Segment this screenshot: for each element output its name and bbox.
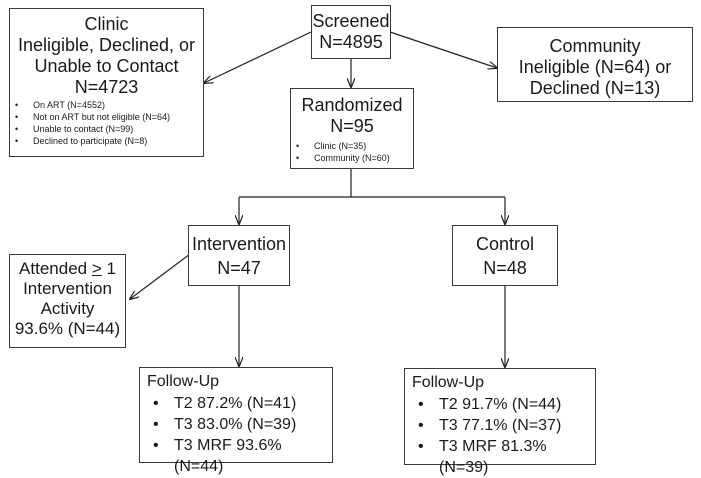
clinic-line-3: Unable to Contact xyxy=(34,56,179,76)
community-line-2: Ineligible (N=64) or xyxy=(518,57,672,77)
greater-equal-symbol: > xyxy=(91,259,102,278)
clinic-excluded-heading: Clinic Ineligible, Declined, or Unable t… xyxy=(10,14,203,98)
list-item: T3 83.0% (N=39) xyxy=(147,414,332,435)
attended-suffix: 1 xyxy=(101,259,116,278)
clinic-line-1: Clinic xyxy=(84,14,129,34)
list-item: Not on ART but not eligible (N=64) xyxy=(10,111,203,123)
followup-control-title: Follow-Up xyxy=(412,374,485,391)
followup-control-box: Follow-Up T2 91.7% (N=44) T3 77.1% (N=37… xyxy=(404,368,596,476)
list-item: T3 77.1% (N=37) xyxy=(412,415,595,436)
randomized-list: Clinic (N=35) Community (N=60) xyxy=(291,140,413,164)
arrow-screened-to-community xyxy=(389,31,497,68)
followup-intervention-list: T2 87.2% (N=41) T3 83.0% (N=39) T3 MRF 9… xyxy=(147,393,332,477)
followup-control-list: T2 91.7% (N=44) T3 77.1% (N=37) T3 MRF 8… xyxy=(412,394,595,478)
control-title: Control xyxy=(475,234,535,254)
intervention-title: Intervention xyxy=(191,234,287,254)
control-count: N=48 xyxy=(483,258,527,278)
randomized-count: N=95 xyxy=(330,116,374,136)
attended-line-4: 93.6% (N=44) xyxy=(14,319,121,338)
followup-intervention-box: Follow-Up T2 87.2% (N=41) T3 83.0% (N=39… xyxy=(139,367,333,475)
clinic-excluded-list: On ART (N=4552) Not on ART but not eligi… xyxy=(10,99,203,147)
list-item: T2 91.7% (N=44) xyxy=(412,394,595,415)
clinic-line-2: Ineligible, Declined, or xyxy=(17,35,196,55)
clinic-line-4: N=4723 xyxy=(74,77,139,97)
list-item: T3 MRF 81.3% (N=39) xyxy=(412,436,595,478)
list-item: T2 87.2% (N=41) xyxy=(147,393,332,414)
control-box: Control N=48 xyxy=(452,225,558,286)
clinic-excluded-box: Clinic Ineligible, Declined, or Unable t… xyxy=(9,8,204,157)
arrow-screened-to-clinic xyxy=(204,31,312,83)
arrow-intervention-to-attended xyxy=(130,253,191,299)
screened-title: Screened xyxy=(312,11,390,31)
list-item: Unable to contact (N=99) xyxy=(10,123,203,135)
attended-prefix: Attended xyxy=(19,259,92,278)
attended-line-2: Intervention xyxy=(23,279,112,298)
intervention-count: N=47 xyxy=(217,258,261,278)
randomized-box: Randomized N=95 Clinic (N=35) Community … xyxy=(290,88,414,169)
community-line-1: Community xyxy=(549,36,641,56)
attended-line-1: Attended > 1 xyxy=(10,259,125,279)
followup-intervention-title: Follow-Up xyxy=(147,373,220,390)
screened-count: N=4895 xyxy=(319,32,383,52)
screened-box: Screened N=4895 xyxy=(311,5,391,59)
list-item: Community (N=60) xyxy=(291,152,413,164)
randomized-title: Randomized xyxy=(301,95,403,115)
list-item: Clinic (N=35) xyxy=(291,140,413,152)
community-excluded-box: Community Ineligible (N=64) or Declined … xyxy=(497,27,693,102)
list-item: On ART (N=4552) xyxy=(10,99,203,111)
intervention-box: Intervention N=47 xyxy=(188,225,290,286)
attended-line-3: Activity xyxy=(40,299,95,318)
list-item: Declined to participate (N=8) xyxy=(10,135,203,147)
community-line-3: Declined (N=13) xyxy=(529,78,661,98)
attended-box: Attended > 1 Intervention Activity 93.6%… xyxy=(9,254,126,348)
